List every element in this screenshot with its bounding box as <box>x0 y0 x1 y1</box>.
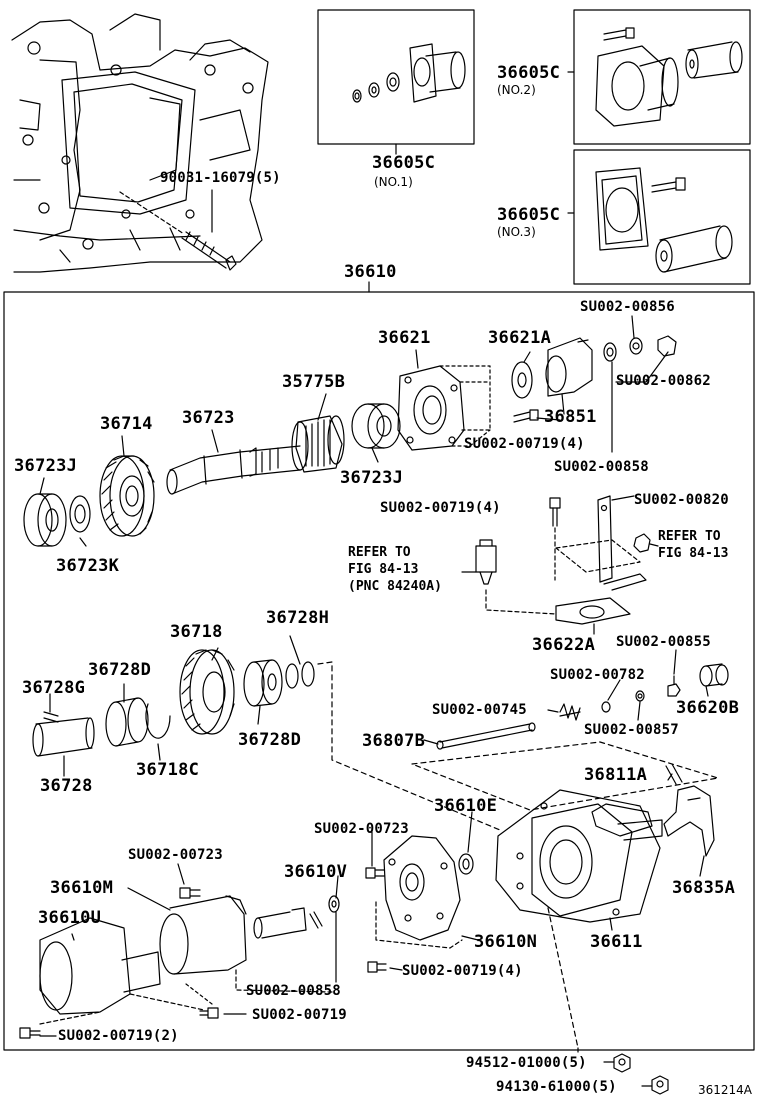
label-36605C-no3: 36605C <box>497 205 561 225</box>
label-36723J-left: 36723J <box>14 456 78 476</box>
label-36728H: 36728H <box>266 608 330 628</box>
label-su002-00719: SU002-00719 <box>252 1007 347 1023</box>
label-36723J-right: 36723J <box>340 468 404 488</box>
label-su002-00782: SU002-00782 <box>550 667 645 683</box>
label-35775B: 35775B <box>282 372 346 392</box>
label-su002-00855: SU002-00855 <box>616 634 711 650</box>
figure-id: 361214A <box>698 1083 753 1097</box>
label-36728: 36728 <box>40 776 93 796</box>
shift-rod-group <box>411 663 729 857</box>
label-no1: (NO.1) <box>374 175 413 189</box>
label-36728D-top: 36728D <box>88 660 152 680</box>
label-assembly-36610: 36610 <box>344 262 397 282</box>
label-36728D-bottom: 36728D <box>238 730 302 750</box>
nut-washer-group <box>603 1053 669 1095</box>
label-36622A: 36622A <box>532 635 596 655</box>
label-36611: 36611 <box>590 932 643 952</box>
label-su002-00719-2: SU002-00719(2) <box>58 1028 179 1044</box>
label-36621A: 36621A <box>488 328 552 348</box>
label-36620B: 36620B <box>676 698 740 718</box>
label-su002-00723-right: SU002-00723 <box>314 821 409 837</box>
label-36851: 36851 <box>544 407 597 427</box>
inset-no1 <box>317 9 475 155</box>
label-su002-00719-4-mid: SU002-00719(4) <box>380 500 501 516</box>
label-su002-00723-left: SU002-00723 <box>128 847 223 863</box>
label-36610M: 36610M <box>50 878 114 898</box>
label-36610E: 36610E <box>434 796 498 816</box>
label-36605C-no2: 36605C <box>497 63 561 83</box>
label-su002-00857: SU002-00857 <box>584 722 679 738</box>
assembly-frame <box>3 281 755 1051</box>
transmission-case-illustration <box>11 13 269 273</box>
label-nut-94512: 94512-01000(5) <box>466 1055 587 1071</box>
label-su002-00858-top: SU002-00858 <box>554 459 649 475</box>
label-su002-00745: SU002-00745 <box>432 702 527 718</box>
label-refer-fig-left: REFER TO FIG 84-13 (PNC 84240A) <box>348 545 442 594</box>
label-su002-00719-4-bottom: SU002-00719(4) <box>402 963 523 979</box>
label-36610V: 36610V <box>284 862 348 882</box>
label-36610U: 36610U <box>38 908 102 928</box>
idler-gear-group <box>32 635 501 831</box>
inset-no2 <box>567 9 751 145</box>
input-shaft-group <box>23 335 677 547</box>
label-washer-94130: 94130-61000(5) <box>496 1079 617 1095</box>
label-su002-00719-4-top: SU002-00719(4) <box>464 436 585 452</box>
label-36610N: 36610N <box>474 932 538 952</box>
leader-lines <box>39 315 709 1037</box>
cover-group <box>19 835 474 1039</box>
label-36621: 36621 <box>378 328 431 348</box>
bracket-group <box>461 495 659 625</box>
inset-no3 <box>567 149 751 285</box>
label-su002-00858-bottom: SU002-00858 <box>246 983 341 999</box>
label-36718: 36718 <box>170 622 223 642</box>
label-36807B: 36807B <box>362 731 426 751</box>
label-refer-fig-right: REFER TO FIG 84-13 <box>658 529 729 561</box>
label-36605C-no1: 36605C <box>372 153 436 173</box>
label-36714: 36714 <box>100 414 153 434</box>
label-no2: (NO.2) <box>497 83 536 97</box>
label-36835A: 36835A <box>672 878 736 898</box>
transfer-housing <box>495 789 663 1053</box>
label-su002-00856: SU002-00856 <box>580 299 675 315</box>
label-stud: 90031-16079(5) <box>160 170 281 186</box>
label-36728G: 36728G <box>22 678 86 698</box>
label-su002-00820: SU002-00820 <box>634 492 729 508</box>
label-36811A: 36811A <box>584 765 648 785</box>
label-36718C: 36718C <box>136 760 200 780</box>
label-36723K: 36723K <box>56 556 120 576</box>
label-su002-00862: SU002-00862 <box>616 373 711 389</box>
label-no3: (NO.3) <box>497 225 536 239</box>
label-36723: 36723 <box>182 408 235 428</box>
